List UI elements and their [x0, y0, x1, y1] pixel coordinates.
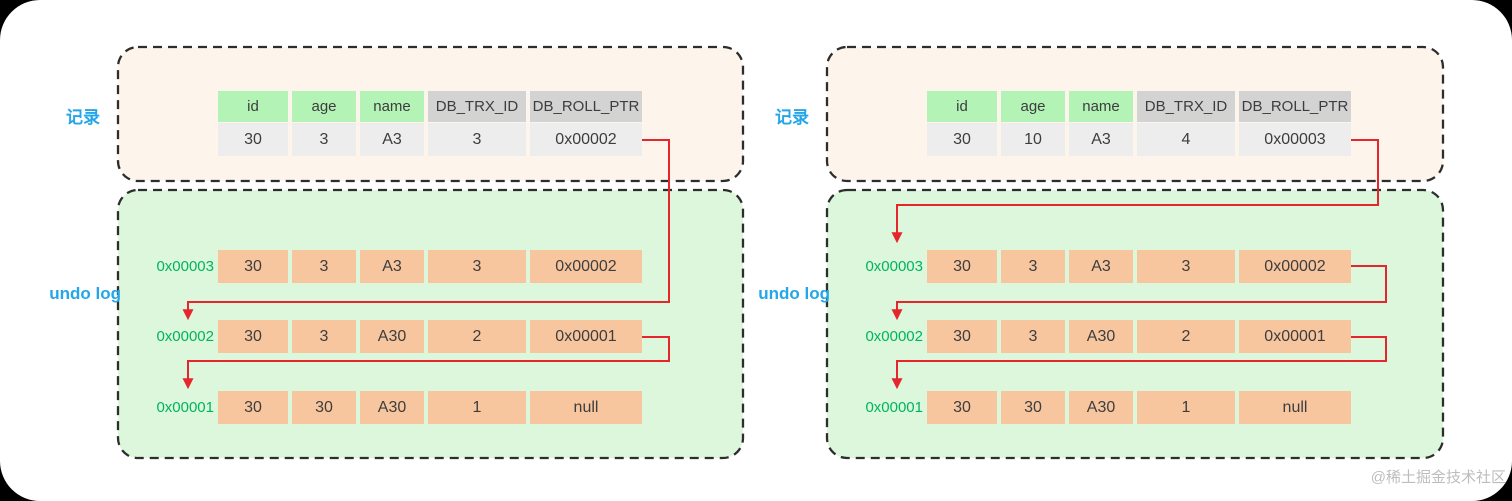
record-value-name: A3 — [1069, 123, 1133, 156]
record-header-id: id — [218, 91, 288, 122]
record-table-header-row: id age name DB_TRX_ID DB_ROLL_PTR — [218, 91, 642, 122]
record-value-db-trx-id: 4 — [1137, 123, 1235, 156]
undo-cell-id: 30 — [927, 391, 997, 424]
record-value-age: 10 — [1001, 123, 1065, 156]
undo-log-row: 0x00002 30 3 A30 2 0x00001 — [152, 320, 642, 353]
undo-row-address: 0x00001 — [156, 399, 214, 416]
undo-cell-id: 30 — [218, 320, 288, 353]
record-table-value-row: 30 3 A3 3 0x00002 — [218, 123, 642, 156]
undo-cell-trx-id: 3 — [1137, 250, 1235, 283]
undo-cell-age: 3 — [292, 320, 356, 353]
undo-row-address: 0x00003 — [156, 258, 214, 275]
record-value-name: A3 — [360, 123, 424, 156]
undo-cell-roll-ptr: null — [530, 391, 642, 424]
undo-row-address: 0x00002 — [865, 328, 923, 345]
panel-right: 记录 undo log id age name DB_TRX_ID DB_ROL… — [758, 0, 1443, 501]
record-header-name: name — [360, 91, 424, 122]
undo-cell-trx-id: 1 — [1137, 391, 1235, 424]
record-header-name: name — [1069, 91, 1133, 122]
undo-cell-roll-ptr: 0x00001 — [530, 320, 642, 353]
undo-log-row: 0x00003 30 3 A3 3 0x00002 — [152, 250, 642, 283]
undo-cell-age: 3 — [1001, 320, 1065, 353]
undo-cell-trx-id: 1 — [428, 391, 526, 424]
undo-cell-name: A3 — [360, 250, 424, 283]
record-header-db-trx-id: DB_TRX_ID — [1137, 91, 1235, 122]
record-header-db-roll-ptr: DB_ROLL_PTR — [1239, 91, 1351, 122]
undo-log-row: 0x00001 30 30 A30 1 null — [861, 391, 1351, 424]
undo-cell-name: A30 — [360, 320, 424, 353]
record-header-db-trx-id: DB_TRX_ID — [428, 91, 526, 122]
record-value-age: 3 — [292, 123, 356, 156]
record-table-header-row: id age name DB_TRX_ID DB_ROLL_PTR — [927, 91, 1351, 122]
panel-left: 记录 undo log id age name DB_TRX_ID DB_ROL… — [49, 0, 743, 501]
undo-cell-trx-id: 2 — [428, 320, 526, 353]
undo-cell-name: A30 — [1069, 391, 1133, 424]
undo-cell-age: 30 — [292, 391, 356, 424]
record-table: id age name DB_TRX_ID DB_ROLL_PTR 30 3 A… — [218, 91, 642, 156]
undo-cell-id: 30 — [927, 320, 997, 353]
undo-cell-roll-ptr: null — [1239, 391, 1351, 424]
record-header-age: age — [292, 91, 356, 122]
record-section-label: 记录 — [775, 108, 809, 127]
watermark-text: @稀土掘金技术社区 — [1370, 469, 1506, 486]
undo-log-row: 0x00001 30 30 A30 1 null — [152, 391, 642, 424]
record-value-id: 30 — [218, 123, 288, 156]
record-table: id age name DB_TRX_ID DB_ROLL_PTR 30 10 … — [927, 91, 1351, 156]
undo-log-row: 0x00002 30 3 A30 2 0x00001 — [861, 320, 1351, 353]
record-section-label: 记录 — [66, 108, 100, 127]
record-table-value-row: 30 10 A3 4 0x00003 — [927, 123, 1351, 156]
undo-log-section-label: undo log — [758, 284, 830, 303]
undo-cell-age: 30 — [1001, 391, 1065, 424]
undo-cell-roll-ptr: 0x00002 — [1239, 250, 1351, 283]
undo-cell-trx-id: 2 — [1137, 320, 1235, 353]
undo-cell-id: 30 — [927, 250, 997, 283]
undo-log-row: 0x00003 30 3 A3 3 0x00002 — [861, 250, 1351, 283]
undo-cell-age: 3 — [1001, 250, 1065, 283]
undo-row-address: 0x00003 — [865, 258, 923, 275]
undo-cell-roll-ptr: 0x00002 — [530, 250, 642, 283]
undo-cell-name: A30 — [360, 391, 424, 424]
undo-cell-age: 3 — [292, 250, 356, 283]
record-header-db-roll-ptr: DB_ROLL_PTR — [530, 91, 642, 122]
undo-cell-roll-ptr: 0x00001 — [1239, 320, 1351, 353]
record-value-db-trx-id: 3 — [428, 123, 526, 156]
record-header-age: age — [1001, 91, 1065, 122]
undo-log-section-label: undo log — [49, 284, 121, 303]
undo-row-address: 0x00002 — [156, 328, 214, 345]
record-header-id: id — [927, 91, 997, 122]
undo-cell-id: 30 — [218, 391, 288, 424]
undo-cell-id: 30 — [218, 250, 288, 283]
record-value-db-roll-ptr: 0x00002 — [530, 123, 642, 156]
record-value-id: 30 — [927, 123, 997, 156]
undo-cell-name: A3 — [1069, 250, 1133, 283]
undo-row-address: 0x00001 — [865, 399, 923, 416]
record-value-db-roll-ptr: 0x00003 — [1239, 123, 1351, 156]
undo-cell-name: A30 — [1069, 320, 1133, 353]
undo-cell-trx-id: 3 — [428, 250, 526, 283]
